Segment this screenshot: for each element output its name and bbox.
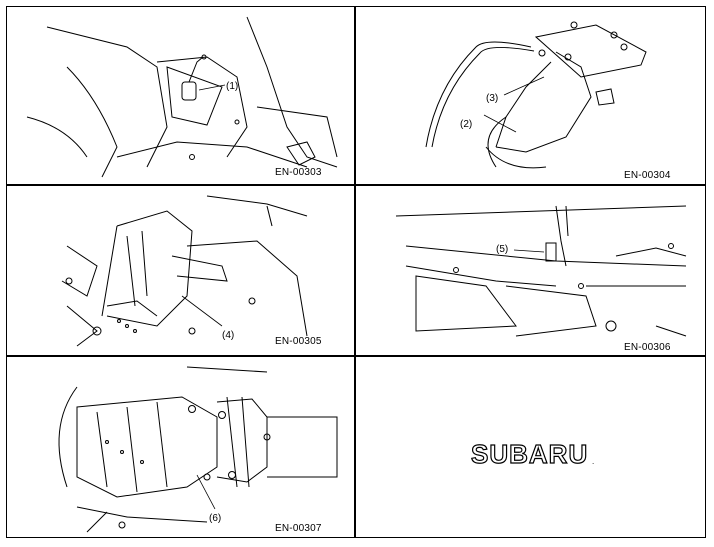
panel-en-00307: (6) EN-00307 bbox=[7, 357, 354, 539]
callout-5: (5) bbox=[496, 244, 508, 255]
grid-divider-vertical bbox=[354, 7, 356, 537]
panel-en-00306: (5) EN-00306 bbox=[356, 186, 707, 355]
callout-2: (2) bbox=[460, 119, 472, 130]
figure-id: EN-00307 bbox=[275, 523, 322, 534]
callout-4: (4) bbox=[222, 330, 234, 341]
callout-6: (6) bbox=[209, 513, 221, 524]
figure-id: EN-00303 bbox=[275, 167, 322, 178]
logo-mark: . bbox=[592, 457, 595, 466]
figure-grid: (1) EN-00303 (3) (2 bbox=[6, 6, 706, 538]
panel-en-00303: (1) EN-00303 bbox=[7, 7, 354, 184]
grid-divider-row2 bbox=[7, 355, 705, 357]
figure-id: EN-00304 bbox=[624, 170, 671, 181]
catalytic-converter-illustration-1: (4) bbox=[61, 195, 308, 347]
panel-logo: SUBARU . bbox=[356, 357, 707, 539]
exhaust-sensor-illustration: (5) bbox=[395, 205, 687, 337]
callout-1: (1) bbox=[226, 81, 238, 92]
panel-en-00305: (4) EN-00305 bbox=[7, 186, 354, 355]
exhaust-pipe-sensor-illustration: (3) (2) bbox=[425, 21, 647, 169]
panel-en-00304: (3) (2) EN-00304 bbox=[356, 7, 707, 184]
catalytic-converter-illustration-2: (6) bbox=[58, 366, 338, 533]
engine-sensor-illustration-1: (1) bbox=[26, 16, 338, 178]
figure-id: EN-00305 bbox=[275, 336, 322, 347]
grid-divider-row1 bbox=[7, 184, 705, 186]
subaru-logo: SUBARU bbox=[470, 438, 589, 469]
figure-id: EN-00306 bbox=[624, 342, 671, 353]
callout-3: (3) bbox=[486, 93, 498, 104]
